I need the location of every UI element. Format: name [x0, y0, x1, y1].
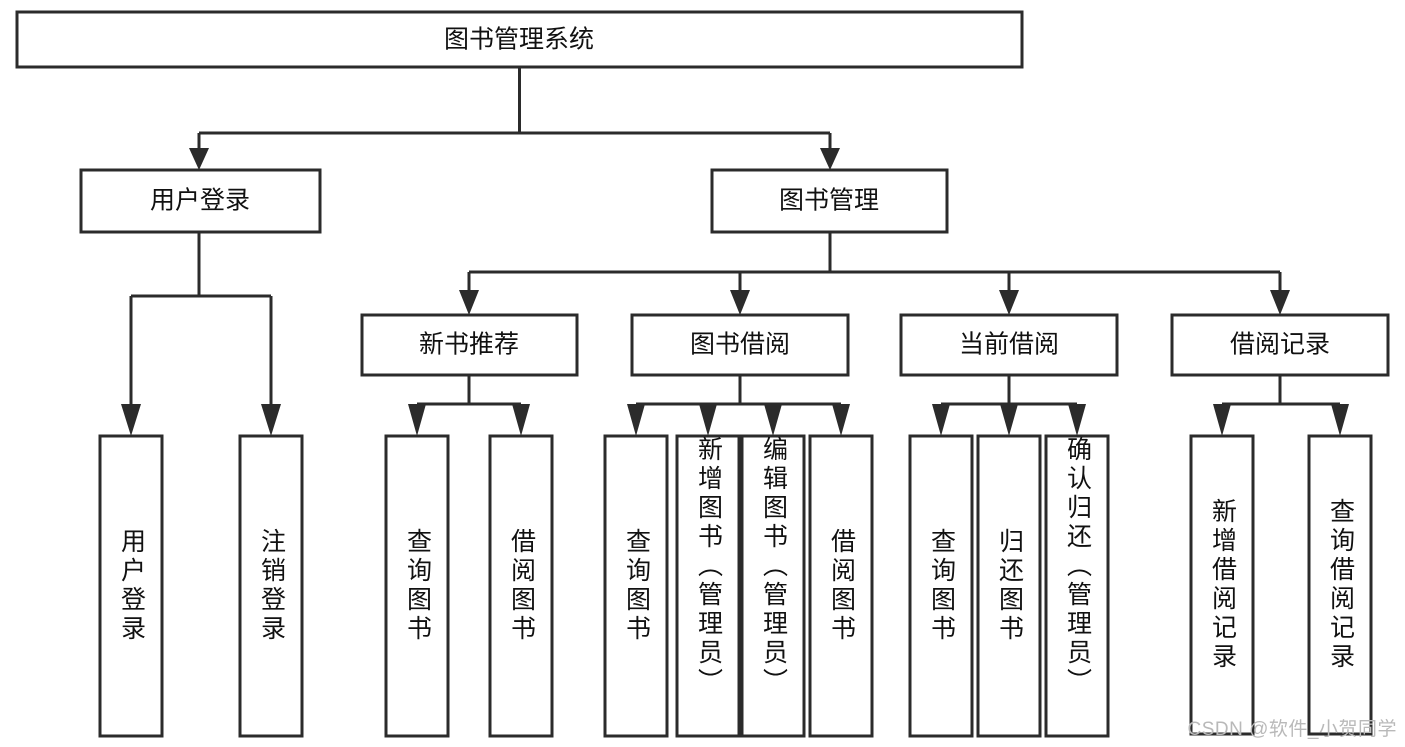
arrow-to-borrow-leaf-0	[627, 404, 645, 436]
leaf-box-new-book-0[interactable]	[384, 434, 450, 738]
arrow-to-record	[1270, 290, 1290, 315]
node-book-borrow-label: 图书借阅	[690, 331, 790, 359]
node-root[interactable]: 图书管理系统	[15, 10, 1024, 69]
leaf-box-current-2[interactable]	[1044, 434, 1110, 738]
node-current-borrow[interactable]: 当前借阅	[899, 313, 1119, 377]
leaf-box-user-login-1[interactable]	[238, 434, 304, 738]
leaf-box-borrow-0[interactable]	[603, 434, 669, 738]
leaf-box-borrow-3[interactable]	[808, 434, 874, 738]
node-user-login[interactable]: 用户登录	[79, 168, 322, 234]
arrow-to-borrow-leaf-1	[699, 404, 717, 436]
node-book-borrow[interactable]: 图书借阅	[630, 313, 850, 377]
node-borrow-record-box[interactable]	[1170, 313, 1390, 377]
arrow-to-borrow	[730, 290, 750, 315]
node-borrow-record-label: 借阅记录	[1230, 331, 1330, 359]
node-new-book-recommend-label: 新书推荐	[419, 331, 519, 359]
leaf-box-borrow-1[interactable]	[675, 434, 741, 738]
arrow-heads	[121, 148, 1349, 436]
node-book-management[interactable]: 图书管理	[710, 168, 949, 234]
leaf-box-current-1[interactable]	[976, 434, 1042, 738]
node-current-borrow-label: 当前借阅	[959, 331, 1059, 359]
node-root-label: 图书管理系统	[444, 26, 594, 54]
leaf-box-current-0[interactable]	[908, 434, 974, 738]
arrow-to-current-leaf-0	[932, 404, 950, 436]
arrow-to-user-login-leaf-0	[121, 404, 141, 436]
arrow-to-new-book-leaf-0	[408, 404, 426, 436]
node-new-book-recommend-box[interactable]	[360, 313, 579, 377]
leaf-box-borrow-2[interactable]	[740, 434, 806, 738]
arrow-to-current-leaf-2	[1068, 404, 1086, 436]
node-user-login-label: 用户登录	[150, 187, 250, 215]
leaf-box-new-book-1[interactable]	[488, 434, 554, 738]
leaf-box-record-1[interactable]	[1307, 434, 1373, 736]
node-book-borrow-box[interactable]	[630, 313, 850, 377]
node-user-login-box[interactable]	[79, 168, 322, 234]
arrow-to-user-login	[189, 148, 209, 170]
csdn-watermark: CSDN @软件_小贺同学	[1187, 719, 1397, 740]
arrow-to-record-leaf-1	[1331, 404, 1349, 436]
node-current-borrow-box[interactable]	[899, 313, 1119, 377]
arrow-to-current-leaf-1	[1000, 404, 1018, 436]
arrow-to-book-mgmt	[820, 148, 840, 170]
leaf-box-user-login-0[interactable]	[98, 434, 164, 738]
node-new-book-recommend[interactable]: 新书推荐	[360, 313, 579, 377]
leaf-box-record-0[interactable]	[1189, 434, 1255, 736]
arrow-to-user-login-leaf-1	[261, 404, 281, 436]
node-book-management-box[interactable]	[710, 168, 949, 234]
arrow-to-record-leaf-0	[1213, 404, 1231, 436]
arrow-to-current	[999, 290, 1019, 315]
arrow-to-new-book-leaf-1	[512, 404, 530, 436]
node-book-management-label: 图书管理	[779, 187, 879, 215]
arrow-to-borrow-leaf-3	[832, 404, 850, 436]
arrow-to-borrow-leaf-2	[764, 404, 782, 436]
arrow-to-new-book	[459, 290, 479, 315]
node-borrow-record[interactable]: 借阅记录	[1170, 313, 1390, 377]
node-root-box[interactable]	[15, 10, 1024, 69]
